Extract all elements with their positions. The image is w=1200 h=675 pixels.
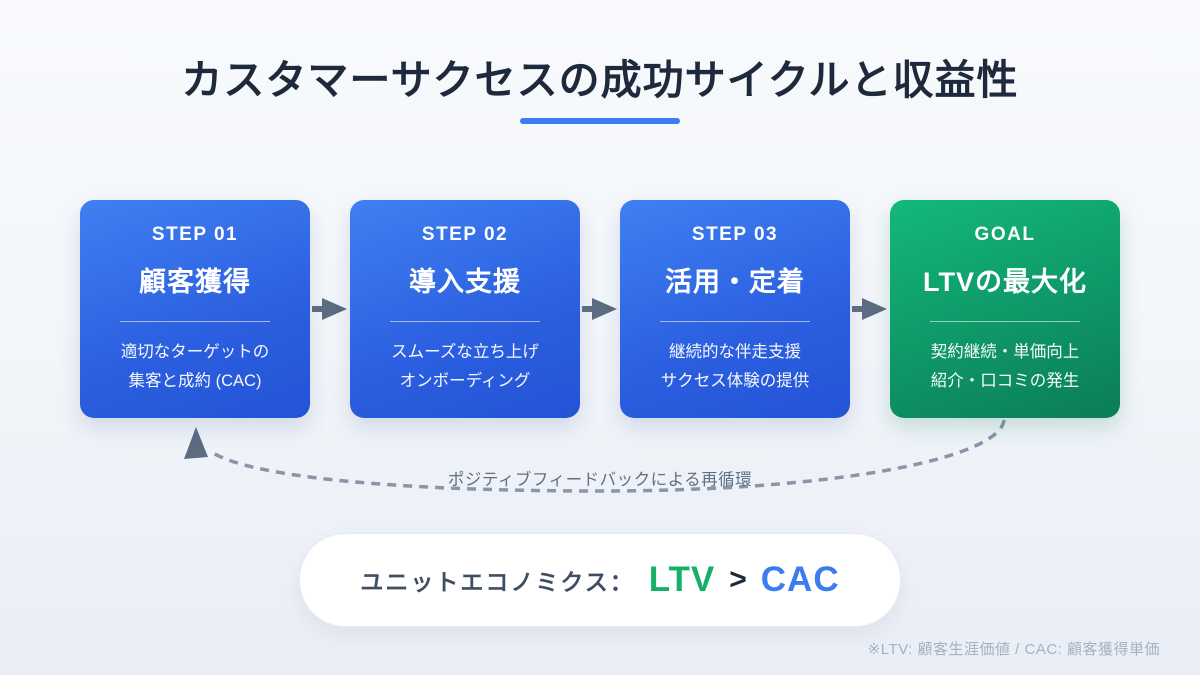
card-step-01: STEP 01 顧客獲得 適切なターゲットの 集客と成約 (CAC): [80, 200, 310, 418]
card-divider: [660, 321, 810, 322]
card-divider: [120, 321, 270, 322]
card-description-line1: スムーズな立ち上げ: [391, 343, 539, 361]
card-title: 顧客獲得: [139, 267, 251, 297]
card-title: 導入支援: [409, 267, 521, 297]
step-label: GOAL: [974, 224, 1036, 245]
card-description: 適切なターゲットの 集客と成約 (CAC): [121, 338, 270, 396]
card-description-line1: 継続的な伴走支援: [669, 343, 801, 361]
step-label: STEP 01: [151, 224, 239, 245]
card-description-line2: 集客と成約 (CAC): [128, 372, 262, 390]
card-divider: [930, 321, 1080, 322]
page-title: カスタマーサクセスの成功サイクルと収益性: [181, 57, 1019, 103]
card-title: 活用・定着: [665, 267, 805, 297]
right-arrow-icon: [312, 298, 347, 320]
card-description: 契約継続・単価向上 紹介・口コミの発生: [931, 338, 1080, 396]
header: カスタマーサクセスの成功サイクルと収益性: [0, 46, 1200, 124]
footnote: ※LTV: 顧客生涯価値 / CAC: 顧客獲得単価: [867, 641, 1160, 658]
card-description: 継続的な伴走支援 サクセス体験の提供: [661, 338, 810, 396]
card-title: LTVの最大化: [923, 267, 1087, 297]
formula-cac-value: CAC: [760, 560, 840, 599]
card-description-line1: 契約継続・単価向上: [930, 343, 1080, 361]
card-description: スムーズな立ち上げ オンボーディング: [391, 338, 539, 396]
card-description-line2: 紹介・口コミの発生: [930, 372, 1080, 390]
card-step-03: STEP 03 活用・定着 継続的な伴走支援 サクセス体験の提供: [620, 200, 850, 418]
card-description-line2: オンボーディング: [399, 372, 531, 390]
card-divider: [390, 321, 540, 322]
card-description-line1: 適切なターゲットの: [120, 343, 270, 361]
formula-ltv-value: LTV: [648, 560, 716, 599]
right-arrow-icon: [852, 298, 887, 320]
card-description-line2: サクセス体験の提供: [660, 372, 810, 390]
feedback-loop-label: ポジティブフィードバックによる再循環: [447, 471, 753, 489]
title-underline: [520, 118, 680, 124]
card-goal: GOAL LTVの最大化 契約継続・単価向上 紹介・口コミの発生: [890, 200, 1120, 418]
step-label: STEP 02: [421, 224, 509, 245]
card-step-02: STEP 02 導入支援 スムーズな立ち上げ オンボーディング: [350, 200, 580, 418]
formula-prefix-label: ユニットエコノミクス：: [360, 569, 635, 595]
formula-operator: >: [729, 563, 747, 596]
feedback-loop-arrowhead-icon: [184, 427, 208, 459]
right-arrow-icon: [582, 298, 617, 320]
unit-economics-pill: ユニットエコノミクス： LTV > CAC: [299, 533, 901, 627]
steps-row: STEP 01 顧客獲得 適切なターゲットの 集客と成約 (CAC) STEP …: [80, 200, 1120, 418]
step-label: STEP 03: [691, 224, 779, 245]
